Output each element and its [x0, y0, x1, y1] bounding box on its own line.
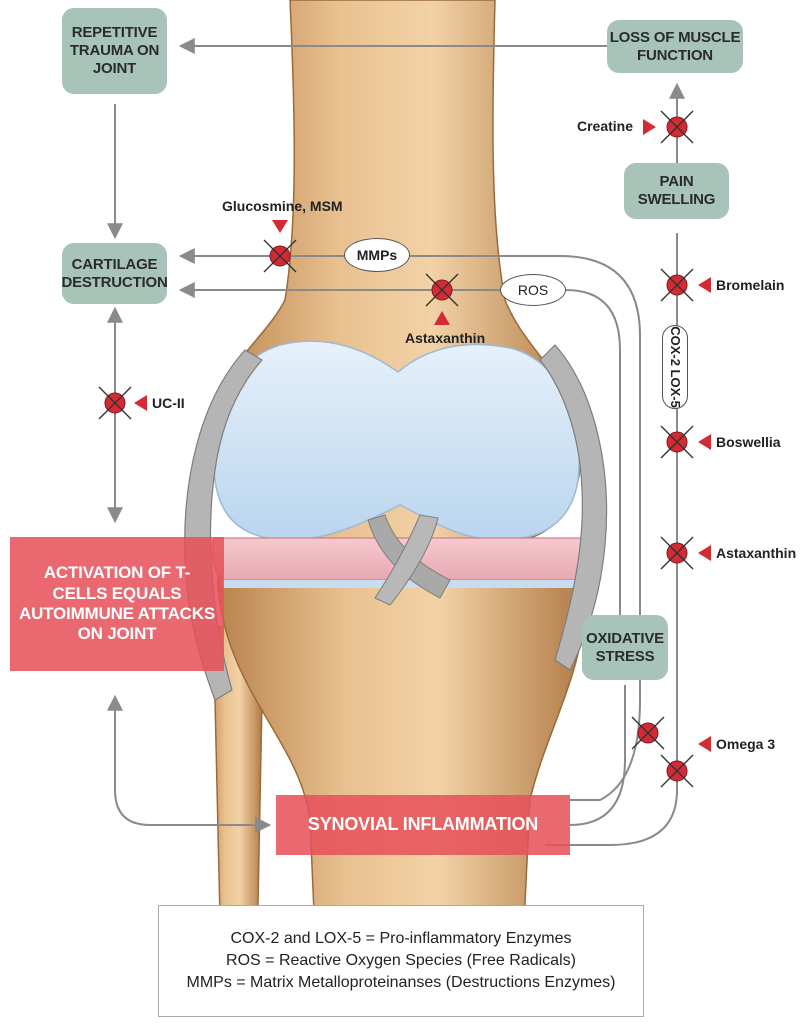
oval-ros: ROS — [500, 274, 566, 306]
label-astaxanthin-top: Astaxanthin — [405, 330, 486, 346]
arrow-tcells-synovial — [107, 694, 272, 833]
line-oxidative-to-synovial — [569, 685, 626, 826]
pointer-astaxanthin-right — [698, 545, 711, 561]
inhibitor-marks — [98, 110, 711, 788]
node-pain-swelling: PAIN SWELLING — [624, 163, 729, 219]
node-repetitive-trauma: REPETITIVE TRAUMA ON JOINT — [62, 8, 167, 94]
knee-anatomy — [184, 0, 608, 1006]
line-synovial-to-pain — [545, 233, 678, 846]
inhibit-mark-uc2 — [98, 386, 132, 420]
pointer-bromelain — [698, 277, 711, 293]
pointer-creatine — [643, 119, 656, 135]
pointer-uc2 — [134, 395, 147, 411]
collateral-ligament-right — [539, 344, 608, 671]
line-mmps-loop — [410, 255, 641, 801]
legend-line-ros: ROS = Reactive Oxygen Species (Free Radi… — [226, 952, 576, 969]
inhibit-mark-omega3-b — [660, 754, 694, 788]
oval-cox-lox: COX-2 LOX-5 — [662, 325, 688, 409]
label-astaxanthin-right: Astaxanthin — [716, 545, 797, 561]
inhibit-mark-creatine — [660, 110, 694, 144]
oval-mmps: MMPs — [344, 238, 410, 272]
label-boswellia: Boswellia — [716, 434, 781, 450]
line-ros-loop — [565, 289, 621, 625]
node-cartilage-destruction: CARTILAGE DESTRUCTION — [61, 243, 168, 304]
connectors — [107, 38, 685, 846]
node-synovial-inflammation: SYNOVIAL INFLAMMATION — [276, 795, 570, 855]
label-uc2: UC-II — [152, 395, 185, 411]
inhibit-mark-astaxanthin-right — [660, 536, 694, 570]
node-oxidative-stress: OXIDATIVE STRESS — [582, 615, 668, 680]
legend-box: COX-2 and LOX-5 = Pro-inflammatory Enzym… — [158, 905, 644, 1017]
label-bromelain: Bromelain — [716, 277, 785, 293]
pointer-omega3 — [698, 736, 711, 752]
inhibit-mark-astaxanthin-top — [425, 273, 459, 307]
cruciate-ligament-2 — [374, 514, 439, 606]
label-glucosmine: Glucosmine, MSM — [222, 198, 343, 214]
inhibit-mark-glucosmine — [263, 239, 297, 273]
pointer-astaxanthin-top — [434, 311, 450, 325]
label-creatine: Creatine — [577, 118, 634, 134]
inhibit-mark-omega3-a — [631, 716, 665, 750]
node-tcells-activation: ACTIVATION OF T-CELLS EQUALS AUTOIMMUNE … — [10, 537, 224, 671]
inhibit-mark-bromelain — [660, 268, 694, 302]
legend-line-cox-lox: COX-2 and LOX-5 = Pro-inflammatory Enzym… — [230, 930, 572, 947]
pointer-boswellia — [698, 434, 711, 450]
pointer-glucosmine — [272, 220, 288, 233]
cox-lox-label: COX-2 LOX-5 — [668, 326, 684, 408]
legend-line-mmps: MMPs = Matrix Metalloproteinanses (Destr… — [186, 974, 616, 991]
node-loss-muscle-function: LOSS OF MUSCLE FUNCTION — [607, 20, 743, 73]
inhibit-mark-boswellia — [660, 425, 694, 459]
label-omega3: Omega 3 — [716, 736, 776, 752]
